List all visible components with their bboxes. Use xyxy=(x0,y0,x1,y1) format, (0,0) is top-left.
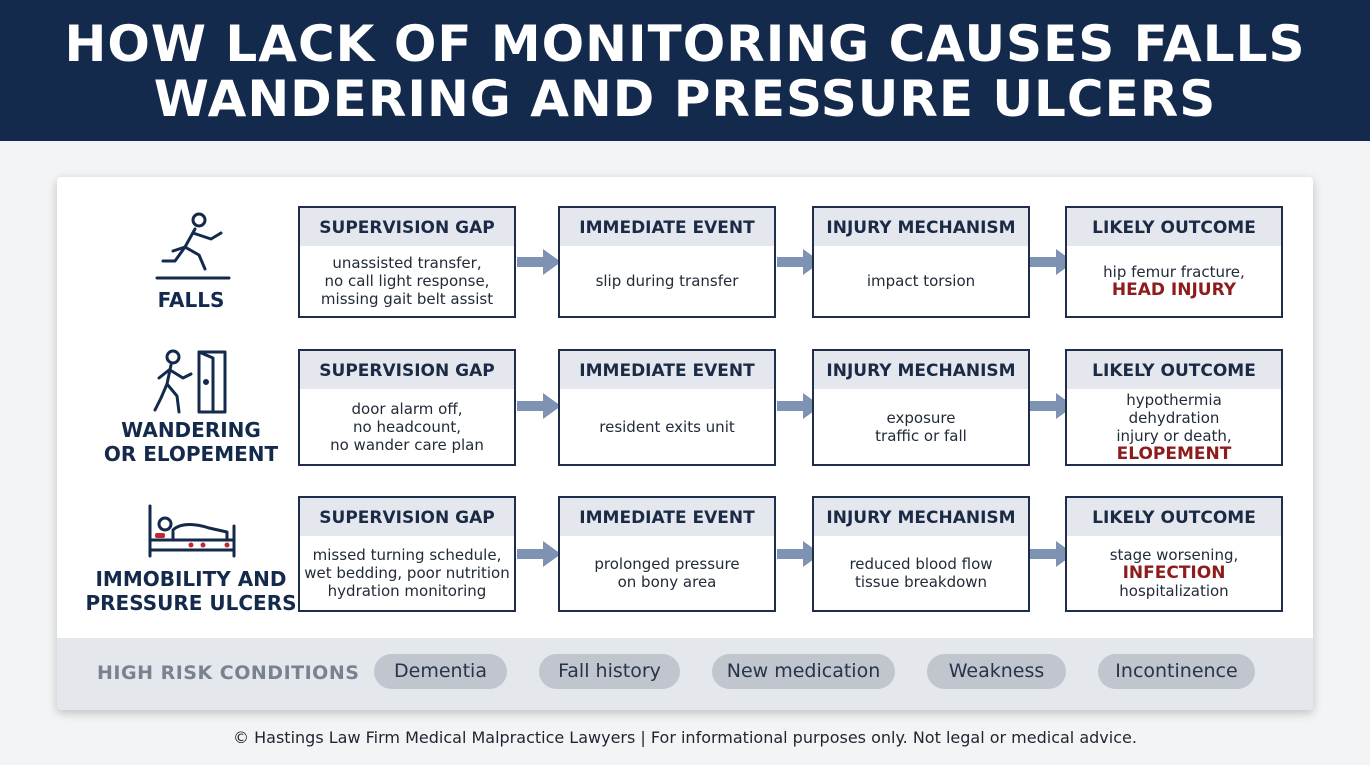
step-title: SUPERVISION GAP xyxy=(300,498,514,536)
flow-diagram-card: FALLS SUPERVISION GAP unassisted transfe… xyxy=(57,177,1313,710)
flow-arrow-icon xyxy=(777,249,821,275)
step-body: slip during transfer xyxy=(560,246,774,316)
step-body: reduced blood flow tissue breakdown xyxy=(814,536,1028,610)
step-text: unassisted transfer, xyxy=(332,254,482,272)
step-body: stage worsening, INFECTION hospitalizati… xyxy=(1067,536,1281,610)
step-text: hypothermia xyxy=(1126,390,1222,409)
risk-tag: Fall history xyxy=(539,654,680,689)
page-title-line-1: HOW LACK OF MONITORING CAUSES FALLS xyxy=(64,15,1306,73)
step-title: INJURY MECHANISM xyxy=(814,351,1028,389)
step-text: missed turning schedule, xyxy=(312,546,502,564)
step-immediate-event: IMMEDIATE EVENT resident exits unit xyxy=(558,349,776,466)
step-text: injury or death, xyxy=(1116,426,1232,445)
risk-tag: New medication xyxy=(712,654,895,689)
row-label-line: IMMOBILITY AND xyxy=(95,567,287,591)
flow-arrow-icon xyxy=(1030,393,1074,419)
falling-person-icon xyxy=(155,212,231,280)
outcome-emphasis: HEAD INJURY xyxy=(1111,280,1237,300)
step-text: wet bedding, poor nutrition xyxy=(304,564,510,582)
high-risk-conditions-bar: HIGH RISK CONDITIONS Dementia Fall histo… xyxy=(57,638,1313,710)
step-body: door alarm off, no headcount, no wander … xyxy=(300,389,514,464)
step-supervision-gap: SUPERVISION GAP door alarm off, no headc… xyxy=(298,349,516,466)
row-label-line: PRESSURE ULCERS xyxy=(85,591,297,615)
flow-arrow-icon xyxy=(777,541,821,567)
step-text: on bony area xyxy=(617,573,717,591)
step-title: SUPERVISION GAP xyxy=(300,208,514,246)
step-text: no headcount, xyxy=(353,417,461,436)
page-title-line-2: WANDERING AND PRESSURE ULCERS xyxy=(153,70,1217,128)
step-supervision-gap: SUPERVISION GAP missed turning schedule,… xyxy=(298,496,516,612)
risk-tag: Incontinence xyxy=(1098,654,1255,689)
outcome-emphasis: ELOPEMENT xyxy=(1116,443,1232,464)
row-label-falls: FALLS xyxy=(76,288,306,312)
row-label-wandering: WANDERING OR ELOPEMENT xyxy=(76,418,306,466)
step-text: hospitalization xyxy=(1119,582,1229,600)
step-text: dehydration xyxy=(1128,408,1220,427)
step-likely-outcome: LIKELY OUTCOME stage worsening, INFECTIO… xyxy=(1065,496,1283,612)
step-title: LIKELY OUTCOME xyxy=(1067,351,1281,389)
step-title: SUPERVISION GAP xyxy=(300,351,514,389)
step-injury-mechanism: INJURY MECHANISM exposure traffic or fal… xyxy=(812,349,1030,466)
row-label-line: OR ELOPEMENT xyxy=(103,442,279,466)
step-likely-outcome: LIKELY OUTCOME hip femur fracture, HEAD … xyxy=(1065,206,1283,318)
step-text: impact torsion xyxy=(866,272,976,290)
flow-arrow-icon xyxy=(517,541,561,567)
title-banner: HOW LACK OF MONITORING CAUSES FALLS WAND… xyxy=(0,0,1370,141)
step-text: hip femur fracture, xyxy=(1103,263,1245,281)
flow-arrow-icon xyxy=(1030,541,1074,567)
step-text: tissue breakdown xyxy=(854,573,988,591)
step-injury-mechanism: INJURY MECHANISM reduced blood flow tiss… xyxy=(812,496,1030,612)
patient-in-bed-icon xyxy=(148,504,236,558)
step-title: INJURY MECHANISM xyxy=(814,498,1028,536)
flow-arrow-icon xyxy=(1030,249,1074,275)
step-body: resident exits unit xyxy=(560,389,774,464)
step-body: impact torsion xyxy=(814,246,1028,316)
step-body: unassisted transfer, no call light respo… xyxy=(300,246,514,316)
row-label-pressure-ulcers: IMMOBILITY AND PRESSURE ULCERS xyxy=(76,567,306,615)
step-text: exposure xyxy=(886,408,956,427)
risk-tag: Dementia xyxy=(374,654,507,689)
step-text: stage worsening, xyxy=(1109,546,1239,564)
step-body: hip femur fracture, HEAD INJURY xyxy=(1067,246,1281,316)
flow-arrow-icon xyxy=(777,393,821,419)
outcome-emphasis: INFECTION xyxy=(1122,563,1226,583)
step-body: hypothermia dehydration injury or death,… xyxy=(1067,389,1281,464)
row-label-line: FALLS xyxy=(157,288,225,312)
step-title: IMMEDIATE EVENT xyxy=(560,498,774,536)
risk-title: HIGH RISK CONDITIONS xyxy=(97,662,360,684)
footer-disclaimer: © Hastings Law Firm Medical Malpractice … xyxy=(233,728,1137,747)
step-title: LIKELY OUTCOME xyxy=(1067,498,1281,536)
step-immediate-event: IMMEDIATE EVENT prolonged pressure on bo… xyxy=(558,496,776,612)
step-text: door alarm off, xyxy=(351,399,463,418)
step-text: hydration monitoring xyxy=(327,582,487,600)
step-text: traffic or fall xyxy=(875,426,967,445)
risk-tag: Weakness xyxy=(927,654,1066,689)
step-text: missing gait belt assist xyxy=(320,290,494,308)
row-label-line: WANDERING xyxy=(121,418,261,442)
person-exiting-door-icon xyxy=(153,349,227,414)
step-text: prolonged pressure xyxy=(594,555,740,573)
step-text: slip during transfer xyxy=(595,272,739,290)
flow-arrow-icon xyxy=(517,393,561,419)
step-body: missed turning schedule, wet bedding, po… xyxy=(300,536,514,610)
step-title: IMMEDIATE EVENT xyxy=(560,208,774,246)
step-text: no wander care plan xyxy=(330,435,484,454)
step-text: no call light response, xyxy=(324,272,490,290)
step-title: INJURY MECHANISM xyxy=(814,208,1028,246)
step-body: prolonged pressure on bony area xyxy=(560,536,774,610)
step-title: IMMEDIATE EVENT xyxy=(560,351,774,389)
step-immediate-event: IMMEDIATE EVENT slip during transfer xyxy=(558,206,776,318)
step-text: reduced blood flow xyxy=(849,555,993,573)
step-title: LIKELY OUTCOME xyxy=(1067,208,1281,246)
step-supervision-gap: SUPERVISION GAP unassisted transfer, no … xyxy=(298,206,516,318)
step-injury-mechanism: INJURY MECHANISM impact torsion xyxy=(812,206,1030,318)
flow-arrow-icon xyxy=(517,249,561,275)
step-likely-outcome: LIKELY OUTCOME hypothermia dehydration i… xyxy=(1065,349,1283,466)
step-text: resident exits unit xyxy=(599,417,735,436)
step-body: exposure traffic or fall xyxy=(814,389,1028,464)
